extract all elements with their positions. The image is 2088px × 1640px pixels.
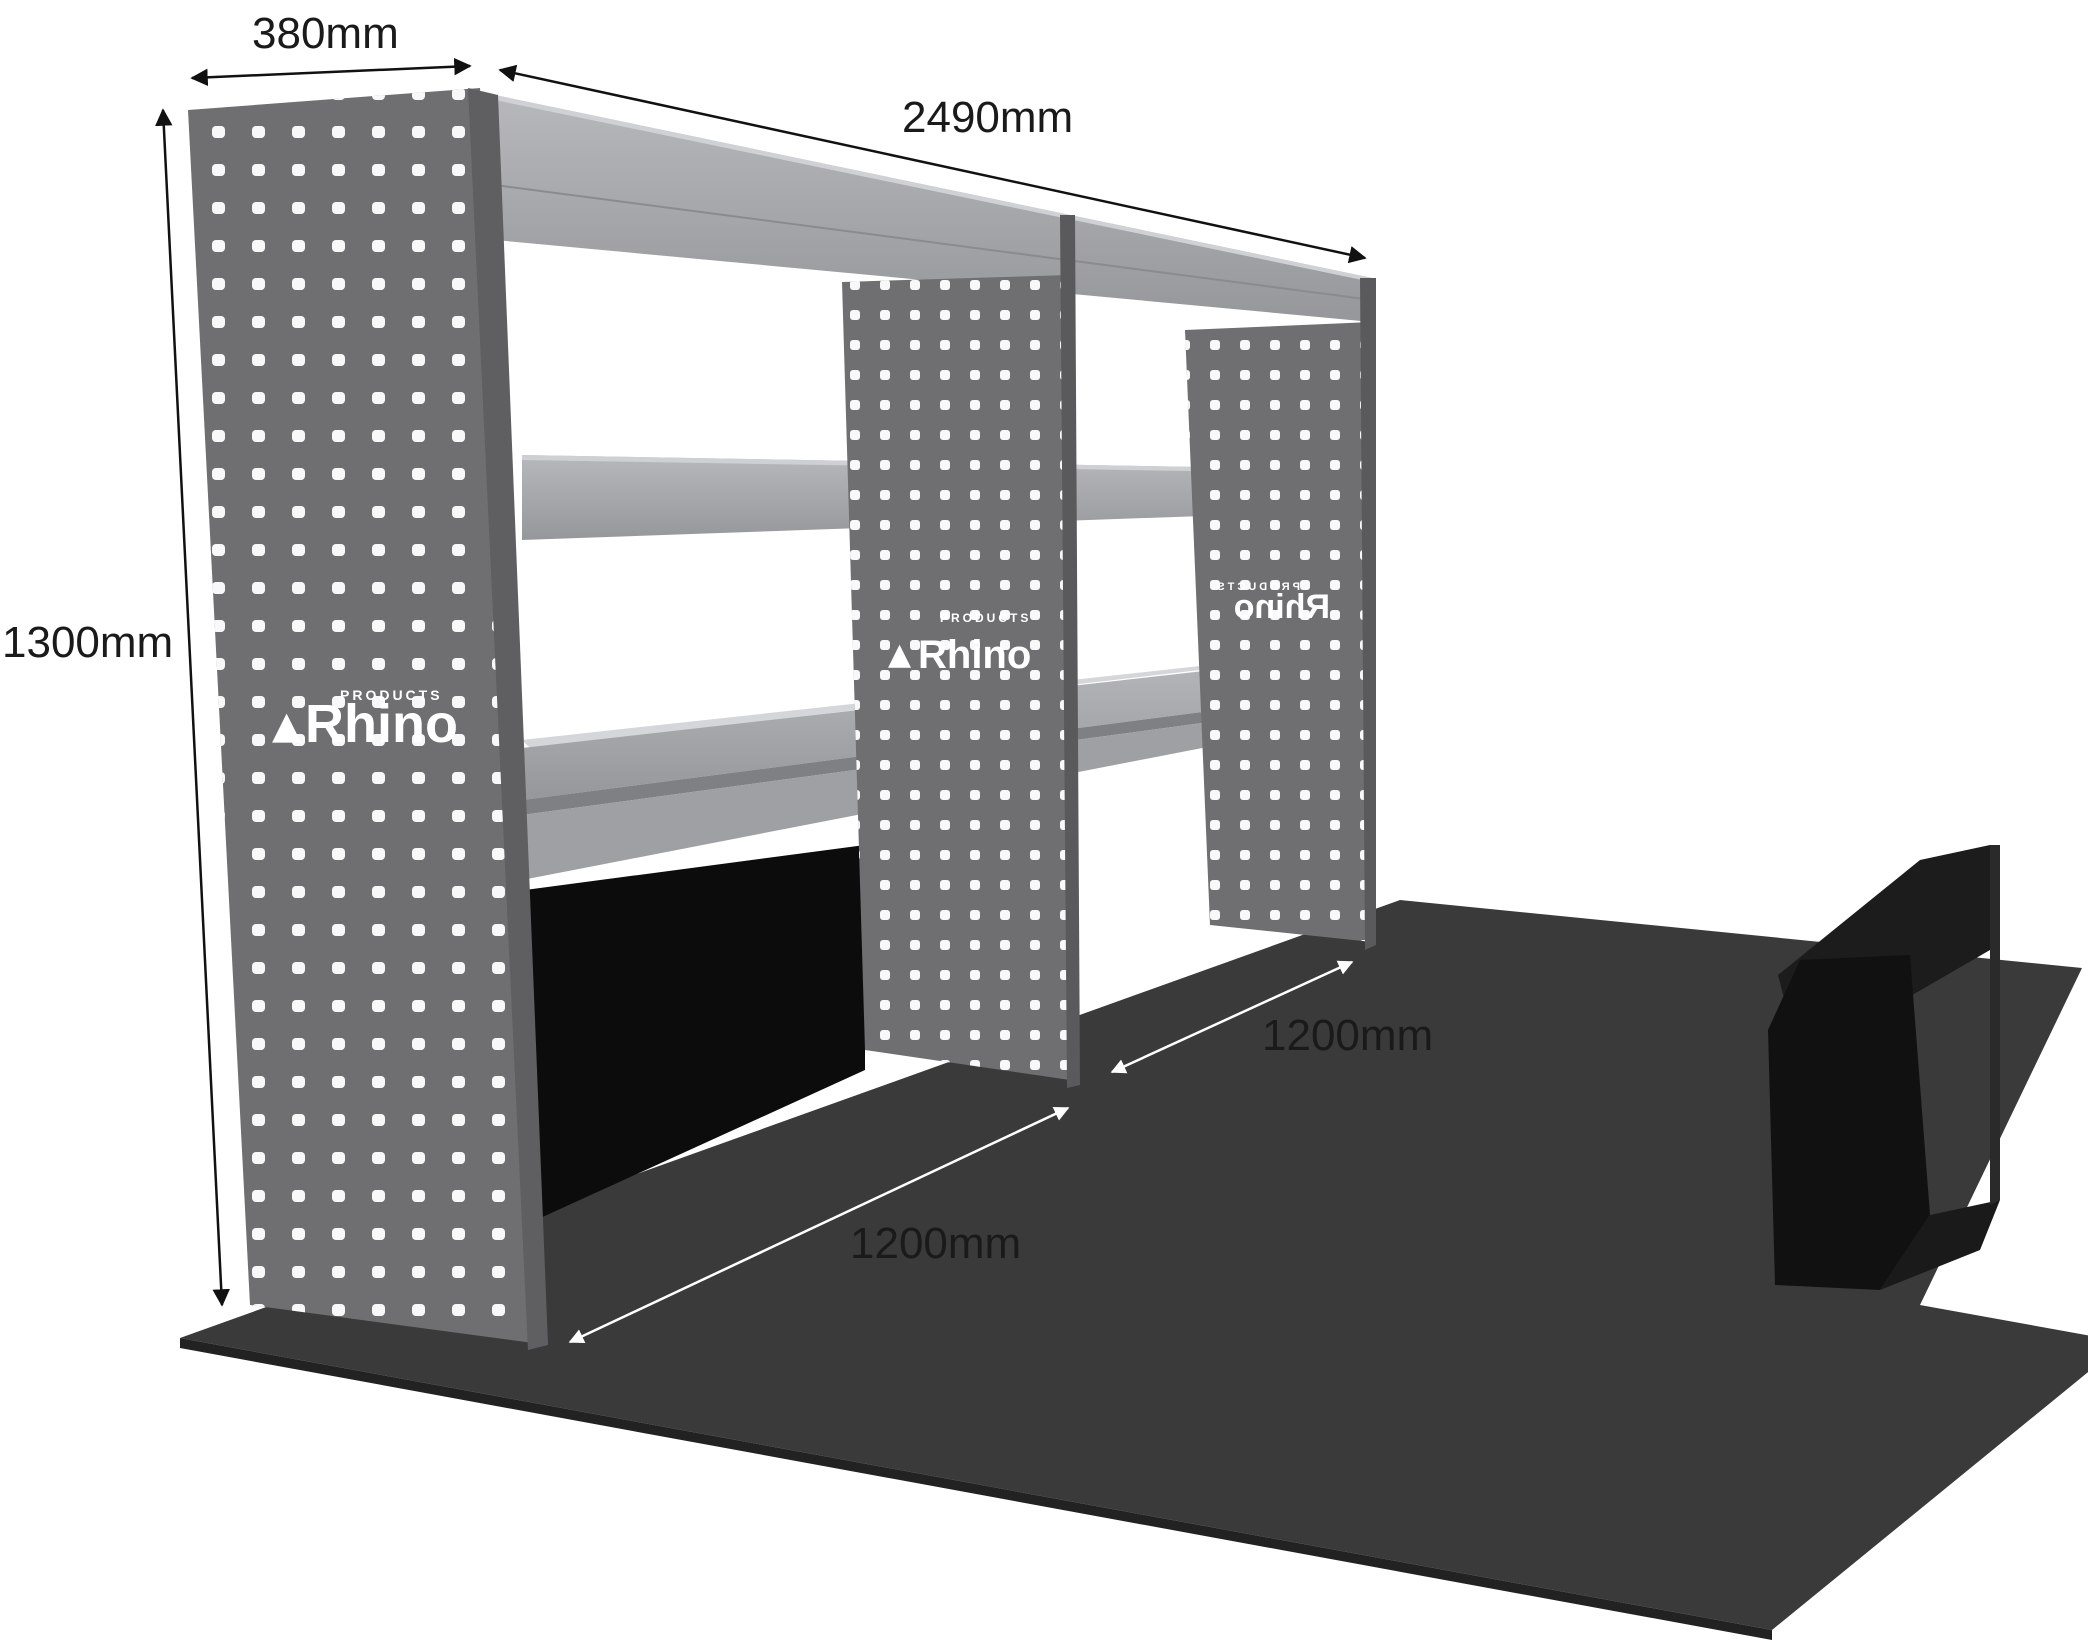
floor-edge	[180, 1338, 1772, 1640]
brand-logo-right: Rhino	[1234, 588, 1330, 626]
van-floor	[180, 900, 2088, 1630]
dimension-bay-right: 1200mm	[1110, 960, 1433, 1074]
dimension-length: 2490mm	[498, 64, 1367, 264]
rhino-mark-left-icon: ▲	[272, 703, 302, 747]
brand-logo-left: Rhino	[305, 694, 458, 754]
brand-tagline-right: PRODUCTS	[1214, 581, 1300, 593]
dimension-bay-right-label: 1200mm	[1262, 1011, 1433, 1060]
panel-left: Rhino PRODUCTS ▲	[188, 88, 548, 1350]
dimension-depth-label: 380mm	[252, 9, 399, 58]
dimension-length-label: 2490mm	[902, 93, 1073, 142]
dimension-height: 1300mm	[2, 108, 230, 1307]
dimension-depth: 380mm	[190, 9, 472, 87]
dimension-bay-left: 1200mm	[568, 1106, 1070, 1344]
dimension-height-label: 1300mm	[2, 618, 173, 667]
brand-tagline-left: PRODUCTS	[340, 687, 443, 703]
wheel-arch	[1768, 845, 2000, 1290]
rhino-mark-middle-icon: ▲	[888, 637, 911, 672]
dimension-bay-left-label: 1200mm	[850, 1219, 1021, 1268]
brand-logo-middle: Rhino	[918, 633, 1031, 677]
brand-tagline-middle: PRODUCTS	[940, 611, 1031, 625]
panel-right: Rhino PRODUCTS	[1185, 278, 1376, 950]
panel-middle: Rhino PRODUCTS ▲	[842, 215, 1080, 1088]
